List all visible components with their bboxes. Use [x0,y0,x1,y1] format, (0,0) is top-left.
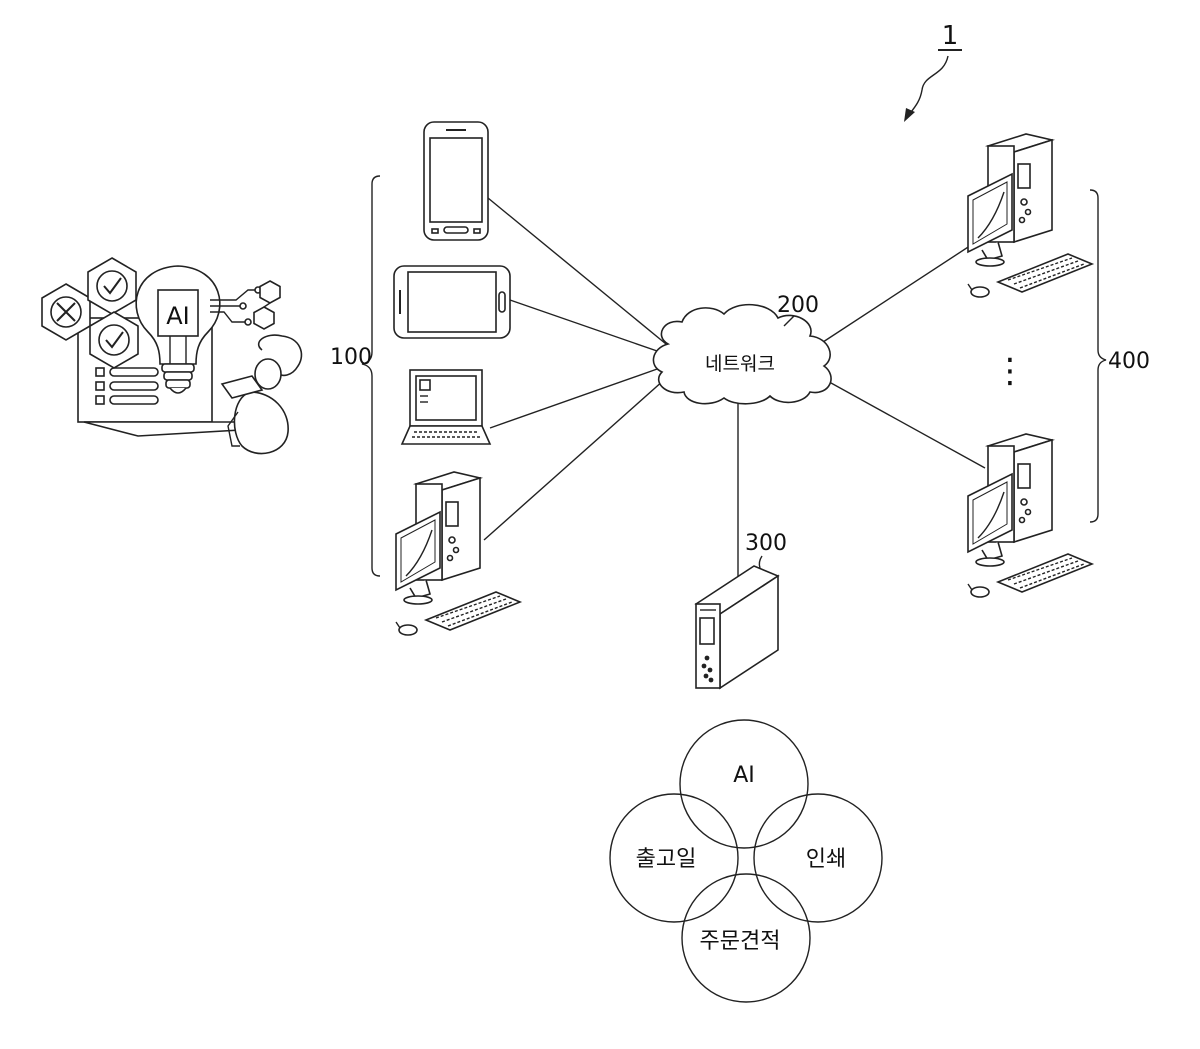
bulb-label: AI [166,302,190,330]
network-ref-label: 200 [777,293,819,318]
network-label: 네트워크 [705,353,775,375]
tablet-icon [394,266,510,338]
link-tablet [510,300,660,352]
person-icon [222,335,301,453]
link-laptop [490,368,660,428]
desktop-computer-icon [968,134,1092,297]
link-partner-top [820,236,985,344]
server-node: 300 [696,531,787,688]
desktop-computer-icon [968,434,1092,597]
check-hexagon-icon [88,258,136,314]
server-icon [696,566,778,688]
venn-label-quote: 주문견적 [700,929,781,954]
link-partner-bottom [822,378,985,468]
partner-terminal-group: ⋮ 400 [968,134,1150,597]
venn-label-shipping: 출고일 [636,847,697,872]
feature-venn: AI 출고일 인쇄 주문견적 [610,720,882,1002]
laptop-base [84,422,240,436]
system-ref-marker: 1 [904,21,962,122]
ai-illustration: AI [42,258,301,454]
group-bracket [1090,190,1106,522]
link-desktop-user [484,380,664,540]
desktop-computer-icon [396,472,520,635]
reference-arrow [908,56,948,116]
partner-terminal-group-label: 400 [1108,349,1150,374]
venn-label-ai: AI [733,763,755,788]
link-smartphone [488,198,666,344]
network-node: 네트워크 200 [653,293,831,404]
venn-label-printing: 인쇄 [806,847,846,872]
system-ref-label: 1 [942,21,959,51]
user-terminal-group-label: 100 [330,345,372,370]
laptop-icon [402,370,490,444]
user-terminal-group: 100 [330,122,520,635]
more-terminals-ellipsis: ⋮ [993,351,1027,391]
server-ref-label: 300 [745,531,787,556]
group-bracket [362,176,380,576]
smartphone-icon [424,122,488,240]
